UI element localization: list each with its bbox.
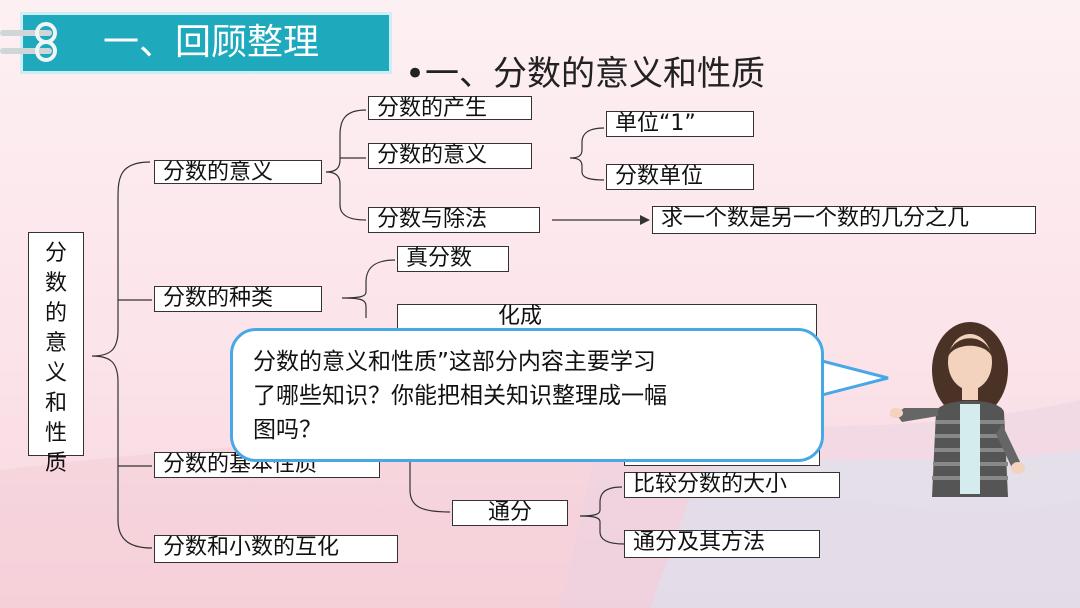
teacher-girl-illustration	[890, 322, 1025, 497]
node-fraction-decimal: 分数和小数的互化	[154, 535, 398, 563]
node-fraction-unit: 分数单位	[606, 164, 754, 190]
bubble-line-1: 分数的意义和性质”这部分内容主要学习	[253, 349, 656, 375]
binder-rings-icon	[0, 22, 57, 62]
node-types: 分数的种类	[154, 286, 322, 312]
node-compare: 比较分数的大小	[624, 472, 840, 498]
node-meaning-sub: 分数的意义	[368, 143, 532, 169]
header-title: 一、回顾整理	[103, 22, 320, 63]
header-tab: 一、回顾整理	[20, 12, 392, 74]
bubble-tail	[818, 358, 889, 398]
root-char: 数	[44, 271, 67, 296]
root-char: 义	[44, 361, 67, 386]
node-hidden-convert-text: 化成	[498, 304, 543, 329]
node-origin: 分数的产生	[368, 96, 532, 121]
root-char: 性	[44, 421, 67, 446]
node-division-result: 求一个数是另一个数的几分之几	[652, 206, 1036, 234]
root-char: 的	[44, 301, 67, 326]
node-unit-one: 单位“1”	[606, 111, 754, 137]
root-node: 分 数 的 意 义 和 性 质	[28, 232, 84, 476]
root-char: 质	[44, 451, 67, 476]
root-char: 和	[44, 391, 67, 416]
bubble-line-2: 了哪些知识？你能把相关知识整理成一幅	[253, 383, 667, 409]
node-division: 分数与除法	[368, 207, 540, 233]
speech-bubble: 分数的意义和性质”这部分内容主要学习 了哪些知识？你能把相关知识整理成一幅 图吗…	[230, 328, 824, 462]
section-title: •一、分数的意义和性质	[405, 54, 766, 94]
node-proper: 真分数	[397, 246, 509, 272]
root-char: 意	[44, 331, 67, 356]
node-meaning: 分数的意义	[154, 160, 322, 185]
bubble-line-3: 图吗？	[253, 417, 322, 443]
root-char: 分	[44, 241, 67, 266]
node-common-denominator: 通分	[452, 500, 568, 526]
node-common-method: 通分及其方法	[624, 530, 820, 558]
